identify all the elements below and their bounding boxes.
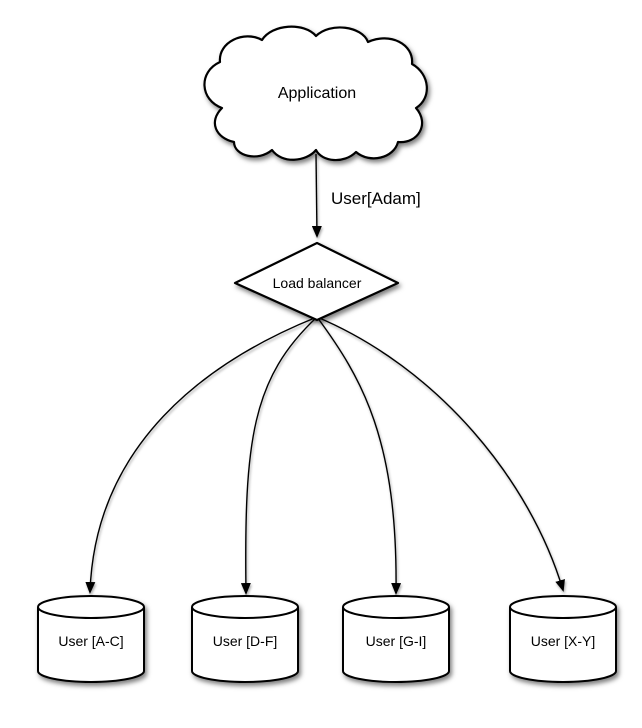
node-shard-label: User [G-I]: [366, 633, 427, 649]
node-shard-user-d-f: User [D-F]: [191, 595, 299, 683]
edge-application-to-loadbalancer-arrow: [311, 153, 322, 238]
edge-loadbalancer-to-shard-ac-arrow: [85, 316, 318, 594]
node-shard-user-x-y: User [X-Y]: [509, 595, 617, 683]
node-shard-user-g-i: User [G-I]: [342, 595, 450, 683]
node-load-balancer: Load balancer: [233, 241, 400, 322]
edge-loadbalancer-to-shard-xy-arrow: [316, 316, 565, 592]
node-application: Application: [203, 25, 428, 162]
node-shard-label: User [X-Y]: [531, 633, 596, 649]
node-shard-user-a-c: User [A-C]: [37, 595, 145, 683]
diamond-icon: [233, 241, 400, 322]
database-cylinder-icon: [191, 607, 299, 683]
database-cylinder-top: [191, 595, 299, 619]
cloud-icon: [203, 25, 428, 162]
database-cylinder-icon: [342, 607, 450, 683]
edges-group: [85, 153, 565, 595]
database-cylinder-icon: [37, 607, 145, 683]
node-shard-label: User [D-F]: [213, 633, 278, 649]
edge-request-label: User[Adam]: [331, 189, 421, 208]
database-cylinder-top: [37, 595, 145, 619]
database-cylinder-top: [342, 595, 450, 619]
node-shard-label: User [A-C]: [58, 633, 123, 649]
node-load-balancer-label: Load balancer: [273, 275, 362, 291]
node-application-label: Application: [278, 85, 356, 102]
database-cylinder-icon: [509, 607, 617, 683]
edge-loadbalancer-to-shard-gi-arrow: [316, 316, 402, 595]
database-cylinder-top: [509, 595, 617, 619]
edge-loadbalancer-to-shard-df-arrow: [240, 316, 318, 595]
